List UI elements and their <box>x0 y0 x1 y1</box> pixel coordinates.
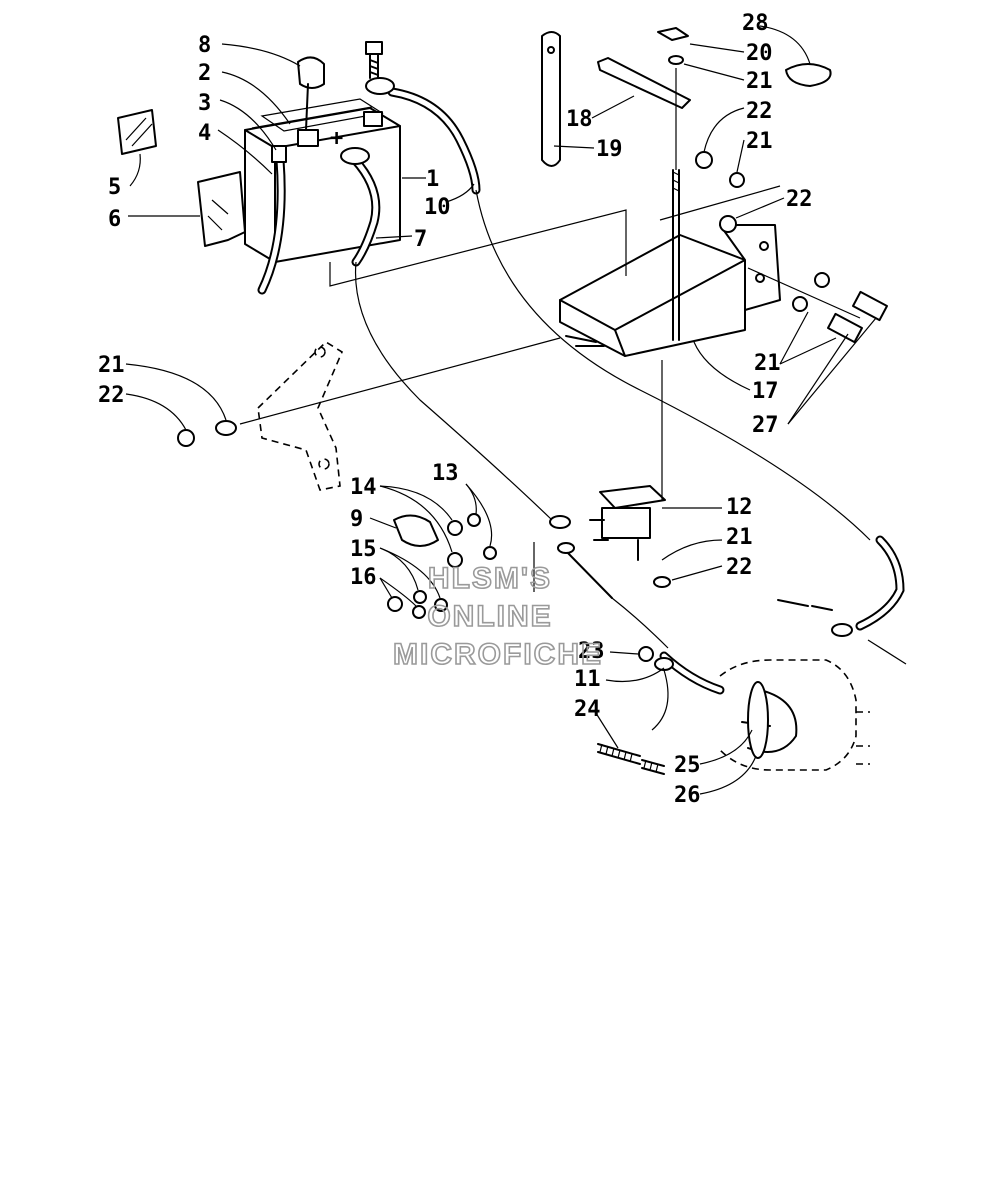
solenoid-link <box>557 542 669 649</box>
watermark-line-3: MICROFICHE <box>393 638 603 671</box>
battery-terminal-positive <box>297 111 383 147</box>
wing-nut <box>657 27 689 41</box>
callout-8: 8 <box>198 33 211 58</box>
callout-13: 13 <box>432 461 459 486</box>
leader-lines <box>125 25 877 795</box>
callout-23: 23 <box>578 639 605 664</box>
negative-cable <box>340 147 381 267</box>
washer-top <box>668 55 684 65</box>
callout-19: 19 <box>596 137 623 162</box>
solenoid-hardware <box>387 513 671 619</box>
hex-nut-box <box>695 151 830 312</box>
bracket-nut-washer <box>177 420 237 447</box>
callout-17: 17 <box>752 379 779 404</box>
callout-15: 15 <box>350 537 377 562</box>
battery-bolt <box>365 41 383 79</box>
callout-9: 9 <box>350 507 363 532</box>
callout-21-top: 21 <box>746 69 773 94</box>
callout-27: 27 <box>752 413 779 438</box>
callout-14: 14 <box>350 475 377 500</box>
callout-6: 6 <box>108 207 121 232</box>
bracket-bolts <box>827 290 888 344</box>
callout-16: 16 <box>350 565 377 590</box>
starter-solenoid <box>589 485 666 561</box>
exploded-view-guides <box>239 68 907 665</box>
terminal-cap-boot <box>297 56 325 131</box>
callout-21-bracket: 21 <box>98 353 125 378</box>
vent-tube <box>257 145 287 295</box>
callout-5: 5 <box>108 175 121 200</box>
starter-motor <box>719 659 870 771</box>
watermark-line-2: ONLINE <box>427 600 552 633</box>
callout-22-solenoid: 22 <box>726 555 753 580</box>
callout-22-top: 22 <box>746 99 773 124</box>
ground-cable-starter <box>354 261 571 529</box>
callout-26: 26 <box>674 783 701 808</box>
battery-pad <box>197 171 246 247</box>
compression-springs <box>597 743 665 775</box>
callout-3: 3 <box>198 91 211 116</box>
hose-clamps <box>741 681 798 759</box>
starter-cable <box>638 646 725 731</box>
callout-21-box: 21 <box>754 351 781 376</box>
callout-20: 20 <box>746 41 773 66</box>
callout-21-solenoid: 21 <box>726 525 753 550</box>
battery-strap <box>541 31 561 167</box>
callout-21-upper: 21 <box>746 129 773 154</box>
callout-10: 10 <box>424 195 451 220</box>
callout-24: 24 <box>574 697 601 722</box>
svg-text:+: + <box>330 126 343 151</box>
watermark: HLSM'S ONLINE MICROFICHE <box>392 561 603 672</box>
battery-label-decal <box>117 109 157 155</box>
positive-cable <box>365 77 481 195</box>
cable-tie <box>785 63 832 87</box>
callout-12: 12 <box>726 495 753 520</box>
watermark-line-1: HLSM'S <box>428 562 552 595</box>
callout-18: 18 <box>566 107 593 132</box>
callout-22-box: 22 <box>786 187 813 212</box>
callout-11: 11 <box>574 667 601 692</box>
callout-28: 28 <box>742 11 769 36</box>
callout-7: 7 <box>414 227 427 252</box>
callout-2: 2 <box>198 61 211 86</box>
main-cable-route <box>475 189 905 637</box>
callout-4: 4 <box>198 121 211 146</box>
battery-box <box>559 224 781 357</box>
callout-1: 1 <box>426 167 439 192</box>
hold-down-bracket <box>597 57 691 109</box>
hold-down-rod <box>672 169 680 341</box>
mount-bracket <box>257 340 344 491</box>
callout-22-bracket: 22 <box>98 383 125 408</box>
callout-25: 25 <box>674 753 701 778</box>
